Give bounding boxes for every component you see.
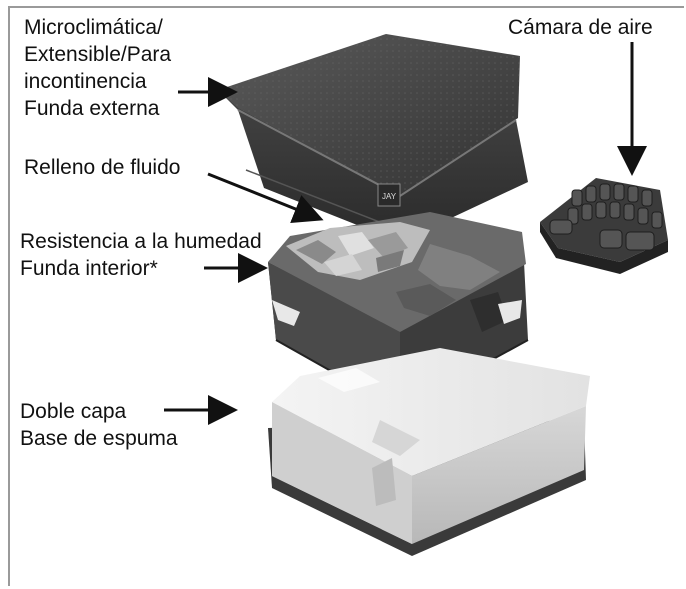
outer-cover-label-line1: Microclimática/ bbox=[24, 16, 163, 39]
foam-base bbox=[268, 348, 590, 556]
foam-base-label-line2: Base de espuma bbox=[20, 427, 178, 450]
fluid-fill-label: Relleno de fluido bbox=[24, 156, 181, 179]
cover-logo-text: JAY bbox=[382, 192, 397, 201]
inner-cover-label-line1: Resistencia a la humedad bbox=[20, 230, 262, 253]
inner-cover-label-line2: Funda interior* bbox=[20, 257, 158, 280]
air-chamber bbox=[540, 178, 668, 274]
outer-cover: JAY bbox=[218, 34, 528, 242]
outer-cover-label-line2: Extensible/Para bbox=[24, 43, 172, 66]
inner-cover-label: Resistencia a la humedad Funda interior* bbox=[20, 228, 262, 282]
foam-base-label: Doble capa Base de espuma bbox=[20, 398, 178, 452]
outer-cover-label-line3: incontinencia bbox=[24, 70, 147, 93]
cover-logo-tag bbox=[377, 183, 401, 207]
outer-cover-label: Microclimática/ Extensible/Para incontin… bbox=[24, 14, 171, 122]
outer-cover-label-line4: Funda externa bbox=[24, 97, 160, 120]
fluid-fill-pouch bbox=[286, 222, 430, 280]
fluid-fill-arrow bbox=[207, 172, 324, 224]
frame-border-left bbox=[8, 6, 10, 586]
frame-border-top bbox=[8, 6, 684, 8]
callout-arrows bbox=[164, 42, 647, 425]
foam-base-label-line1: Doble capa bbox=[20, 400, 127, 423]
air-chamber-label: Cámara de aire bbox=[508, 16, 653, 39]
